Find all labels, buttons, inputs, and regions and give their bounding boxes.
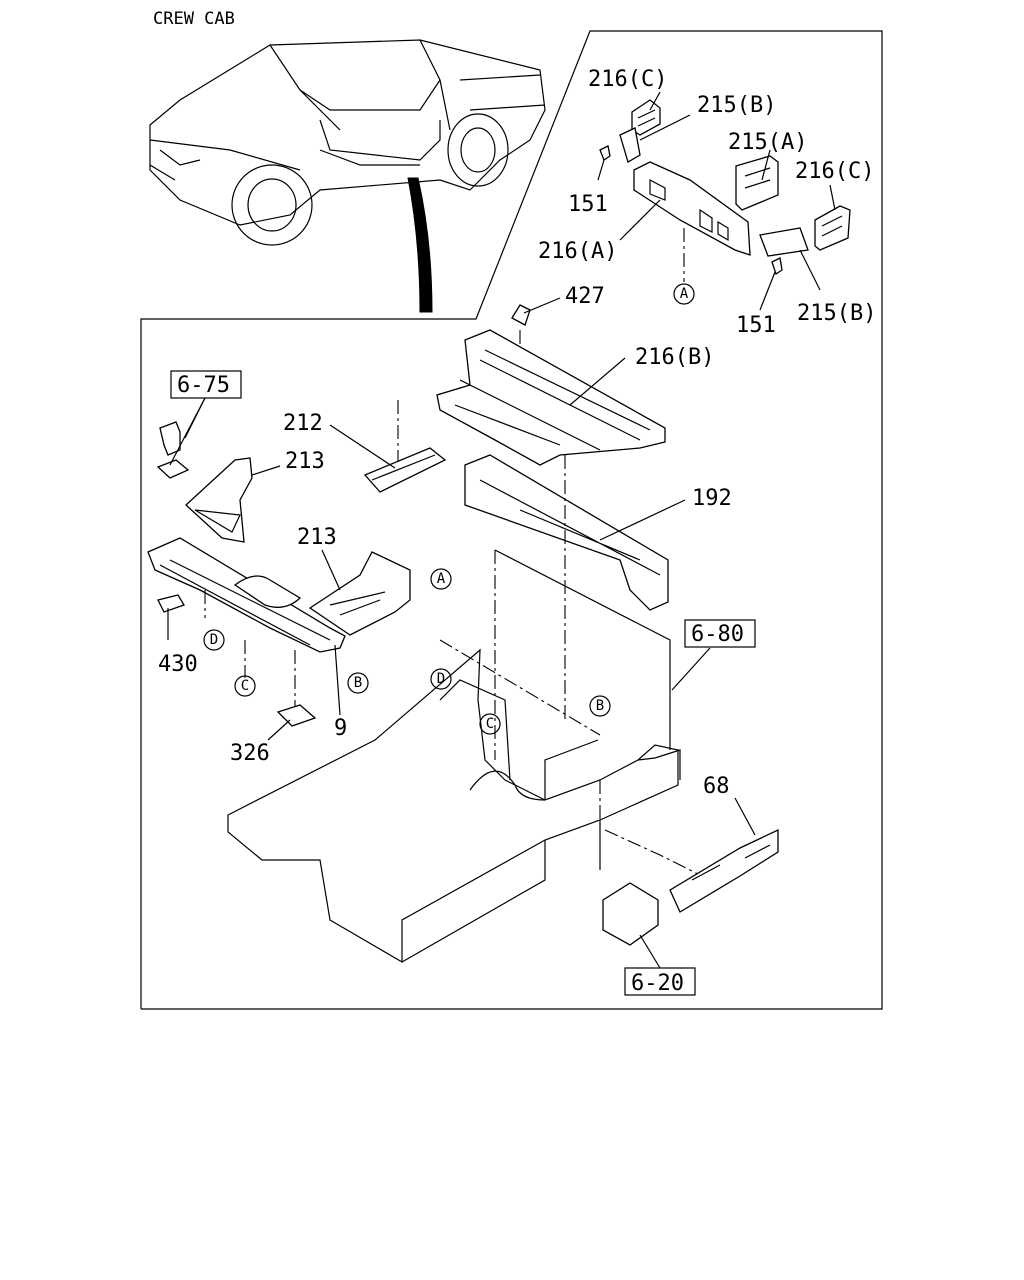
part-216c-top-shape: [631, 99, 661, 136]
part-213-upper-shape: [185, 457, 253, 543]
callout-d-main: D: [437, 671, 445, 687]
part-151-left-shape: [599, 145, 611, 161]
ref-label-6-75: 6-75: [177, 373, 230, 398]
part-212-shape: [363, 447, 447, 493]
label-216b: 216(B): [635, 345, 714, 370]
part-213-lower-shape: [308, 551, 411, 636]
rear-panel-group: [599, 99, 851, 282]
part-labels: 216(C) 215(B) 215(A) 216(C) 151 216(A) 1…: [158, 67, 876, 799]
part-427-shape: [511, 304, 531, 326]
label-427: 427: [565, 284, 605, 309]
callout-a-top: A: [680, 286, 689, 302]
label-192: 192: [692, 486, 732, 511]
part-216b-shape: [436, 329, 666, 466]
label-151-left: 151: [568, 192, 608, 217]
label-151-bottom: 151: [736, 313, 776, 338]
callout-d-left: D: [210, 632, 218, 648]
part-216a-shape: [633, 161, 751, 256]
reference-boxes: 6-75 6-80 6-20: [170, 370, 756, 996]
part-192-shape: [464, 454, 669, 611]
washer-shape: [156, 459, 190, 479]
truck-illustration: [149, 39, 546, 313]
label-212: 212: [283, 411, 323, 436]
label-213-upper: 213: [285, 449, 325, 474]
leader-lines: [167, 91, 836, 969]
callout-c-main: C: [486, 716, 494, 732]
label-216a: 216(A): [538, 239, 617, 264]
label-9: 9: [334, 716, 347, 741]
label-68: 68: [703, 774, 730, 799]
detail-frame: [140, 30, 883, 1010]
part-216c-right-shape: [814, 205, 851, 251]
crew-cab-label: CREW CAB: [153, 9, 235, 29]
label-216c-right: 216(C): [795, 159, 874, 184]
callout-b-left: B: [354, 675, 362, 691]
callout-c-left: C: [241, 678, 249, 694]
part-430-shape: [157, 594, 185, 613]
label-216c-top: 216(C): [588, 67, 667, 92]
part-215a-shape: [735, 155, 779, 211]
part-215b-top-shape: [619, 127, 641, 163]
part-68-shape: [669, 828, 779, 913]
left-rail-group: [147, 421, 411, 727]
ref-box-6-75: [170, 370, 242, 399]
part-215b-right-shape: [759, 227, 809, 257]
ref-box-6-20: [624, 967, 696, 996]
callout-b-main: B: [596, 698, 604, 714]
label-213-lower: 213: [297, 525, 337, 550]
part-326-shape: [276, 704, 317, 727]
part-151-bottom-shape: [771, 257, 783, 276]
ref-box-6-80: [684, 619, 756, 648]
ref-label-6-80: 6-80: [691, 622, 744, 647]
label-215a: 215(A): [728, 130, 807, 155]
bolt-shape: [159, 421, 181, 456]
label-326: 326: [230, 741, 270, 766]
callouts: A A B B C C D D: [203, 283, 695, 735]
ref-label-6-20: 6-20: [631, 971, 684, 996]
label-215b-top: 215(B): [697, 93, 776, 118]
side-parts-group: [602, 828, 779, 946]
label-215b-bottom: 215(B): [797, 301, 876, 326]
label-430: 430: [158, 652, 198, 677]
crossmember-group: [363, 304, 669, 720]
callout-a-main: A: [437, 571, 446, 587]
bracket-6-20-shape: [602, 882, 659, 946]
